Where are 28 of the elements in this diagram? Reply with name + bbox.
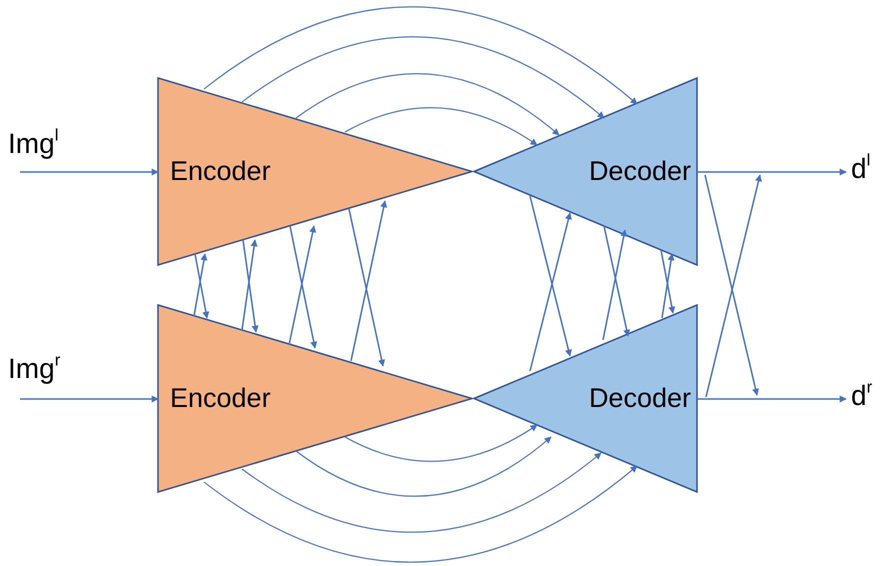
skip-connection-arrow [296,436,552,497]
arrow [20,396,159,402]
skip-connection-arrow [344,424,538,462]
output-label: d$^{l}$ [851,155,870,183]
output-label: d$^{r}$ [851,382,872,410]
arrow [697,168,847,176]
skip-connection-arrow [204,6,638,104]
arrow [194,254,210,319]
decoder-label: Decoder [588,158,691,185]
arrow [350,200,388,362]
encoder-label: Encoder [170,158,271,185]
arrow [20,168,159,176]
skip-connection-arrow [296,73,560,136]
input-label: Img$^{r}$ [8,355,60,383]
arrow [660,250,676,314]
arrow [661,253,674,318]
skip-connection-arrow [204,466,638,563]
encoder-label: Encoder [170,385,271,412]
input-label: Img$^{l}$ [8,130,58,158]
arrow [697,396,847,402]
skip-connection-arrow [242,36,605,118]
skip-connection-arrow [242,452,602,532]
arrow [529,212,572,372]
arrow [193,253,208,316]
arrow [348,208,386,367]
decoder-label: Decoder [588,385,691,412]
skip-connection-arrow [344,107,538,146]
arrow [529,196,572,357]
